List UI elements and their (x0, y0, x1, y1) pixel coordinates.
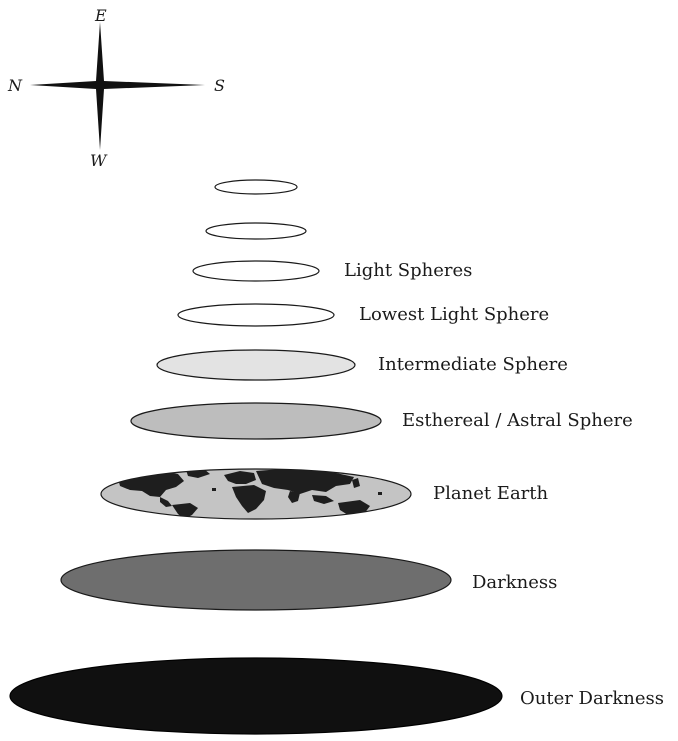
planet-earth-ellipse (100, 468, 412, 520)
outer-darkness-ellipse (9, 657, 503, 735)
compass-east-label: E (95, 6, 107, 25)
esthereal-astral-sphere-ellipse (130, 402, 382, 440)
intermediate-sphere-ellipse (156, 349, 356, 381)
sphere-top-2 (205, 222, 307, 240)
light-spheres-ellipse (192, 260, 320, 282)
label-lowest-light-sphere: Lowest Light Sphere (359, 304, 550, 325)
sphere-top-1 (214, 179, 298, 195)
compass-rose-icon (30, 22, 205, 150)
darkness-ellipse (60, 549, 452, 611)
label-darkness: Darkness (472, 572, 558, 593)
label-esthereal-astral-sphere: Esthereal / Astral Sphere (402, 410, 633, 431)
compass-west-label: W (90, 151, 107, 170)
label-light-spheres: Light Spheres (344, 260, 473, 281)
label-intermediate-sphere: Intermediate Sphere (378, 354, 568, 375)
world-map-icon (118, 469, 382, 519)
lowest-light-sphere-ellipse (177, 303, 335, 327)
label-outer-darkness: Outer Darkness (520, 688, 664, 709)
label-planet-earth: Planet Earth (433, 483, 549, 504)
compass-north-label: N (8, 76, 22, 95)
compass-south-label: S (214, 76, 225, 95)
